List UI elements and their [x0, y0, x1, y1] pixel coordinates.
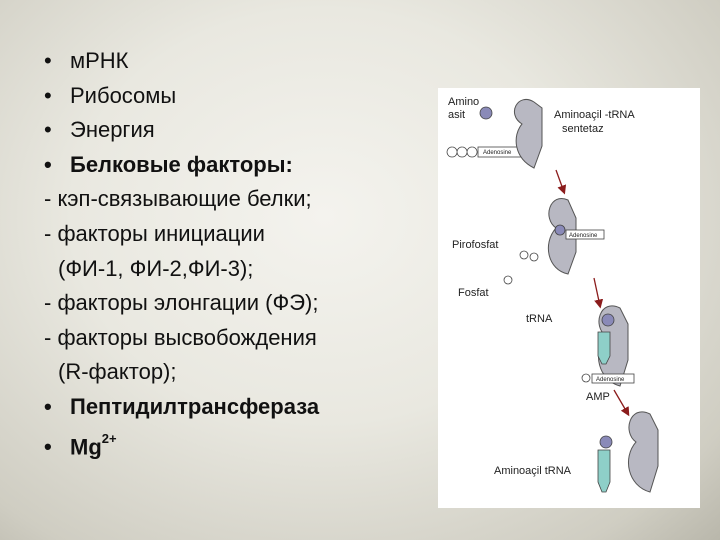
- amino-acid-label-line2: asit: [448, 109, 465, 121]
- phosphate-icon: [503, 275, 513, 285]
- phosphate-label: Fosfat: [458, 287, 489, 299]
- superscript: 2+: [101, 430, 117, 446]
- list-item-text: Пептидилтрансфераза: [70, 393, 320, 419]
- phosphate-icon: [529, 252, 539, 262]
- amino-acid-icon: [554, 224, 566, 236]
- amino-acid-icon: [601, 313, 615, 327]
- bullet-dot: •: [44, 82, 52, 108]
- bullet-dot: •: [44, 393, 52, 419]
- trna-label: tRNA: [526, 313, 553, 325]
- list-item: • Рибосомы: [44, 79, 424, 114]
- adenosine-box: [591, 373, 635, 384]
- phosphate-icon: [581, 373, 591, 383]
- list-item-text: Белковые факторы:: [70, 151, 293, 177]
- sub-item-text: - факторы высвобождения: [44, 324, 317, 350]
- sub-item: - факторы элонгации (ФЭ);: [44, 286, 424, 321]
- sub-item-text: - факторы элонгации (ФЭ);: [44, 290, 319, 316]
- list-item: • Mg2+: [44, 425, 424, 465]
- list-item: • мРНК: [44, 44, 424, 79]
- bullet-list: • мРНК • Рибосомы • Энергия • Белковые факто…: [44, 44, 424, 464]
- list-item: • Белковые факторы:: [44, 148, 424, 183]
- adenosine-label: Adenosine: [596, 377, 625, 383]
- amp-label: AMP: [586, 391, 610, 403]
- bullet-dot: •: [44, 117, 52, 143]
- enzyme-shape: [547, 198, 577, 275]
- sub-item-text: - кэп-связывающие белки;: [44, 186, 312, 212]
- list-item: • Пептидилтрансфераза: [44, 390, 424, 425]
- step-arrow: [613, 389, 630, 417]
- sub-item: (ФИ-1, ФИ-2,ФИ-3);: [44, 252, 424, 287]
- adenosine-label: Adenosine: [483, 150, 512, 156]
- trna-icon: [597, 449, 611, 493]
- list-item-text: мРНК: [70, 48, 129, 73]
- trna-icon: [597, 331, 611, 365]
- sub-item: - факторы высвобождения: [44, 321, 424, 356]
- list-item-text: Рибосомы: [70, 82, 177, 108]
- trna-charging-diagram: Amino asit Adenosine Aminoaçil -tRNA sen…: [438, 88, 700, 508]
- step-arrow: [593, 277, 604, 309]
- list-item: • Энергия: [44, 113, 424, 148]
- sub-item-text: - факторы инициации: [44, 220, 265, 246]
- pyrophosphate-label: Pirofosfat: [452, 239, 498, 251]
- sub-item: - кэп-связывающие белки;: [44, 182, 424, 217]
- aminoacyl-trna-label: Aminoaçil tRNA: [494, 465, 572, 477]
- sub-item: (R-фактор);: [44, 355, 424, 390]
- enzyme-shape: [514, 99, 543, 169]
- adenosine-label: Adenosine: [569, 233, 598, 239]
- list-item-text: Mg: [70, 433, 102, 459]
- triphosphate-icon: [446, 146, 478, 158]
- amino-acid-icon: [599, 435, 613, 449]
- enzyme-label-line2: sentetaz: [562, 123, 604, 135]
- bullet-dot: •: [44, 48, 52, 73]
- sub-item-text: (ФИ-1, ФИ-2,ФИ-3);: [58, 255, 254, 281]
- sub-item: - факторы инициации: [44, 217, 424, 252]
- bullet-dot: •: [44, 433, 52, 459]
- enzyme-label-line1: Aminoaçil -tRNA: [554, 109, 635, 121]
- amino-acid-label-line1: Amino: [448, 96, 479, 108]
- bullet-dot: •: [44, 151, 52, 177]
- sub-item-text: (R-фактор);: [58, 359, 177, 385]
- list-item-text: Энергия: [70, 117, 155, 143]
- step-arrow: [555, 169, 567, 195]
- phosphate-icon: [519, 250, 529, 260]
- amino-acid-icon: [479, 106, 493, 120]
- enzyme-shape: [628, 411, 659, 493]
- adenosine-box: [565, 229, 605, 240]
